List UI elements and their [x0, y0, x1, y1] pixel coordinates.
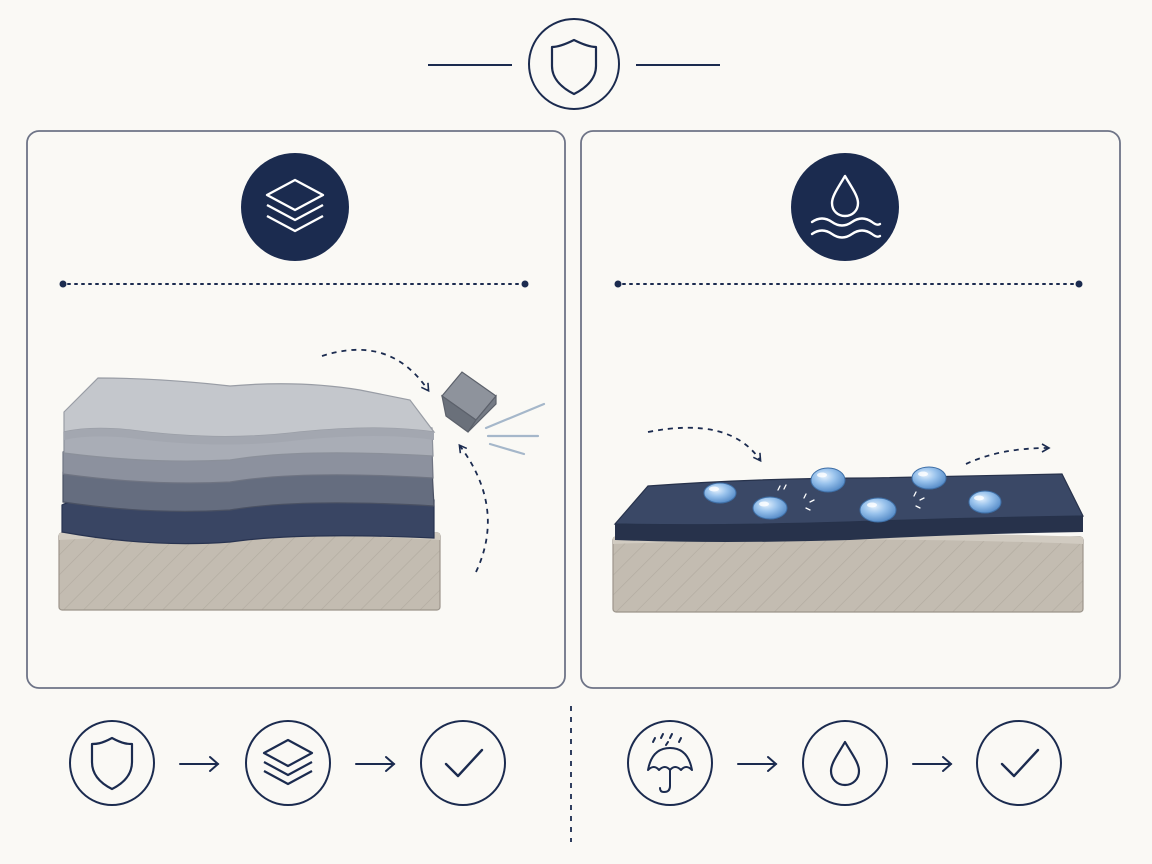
checkmark-icon [444, 748, 484, 778]
impact-streaks [484, 402, 546, 456]
shield-icon [550, 38, 598, 96]
coating-layer-top-edge [64, 428, 434, 445]
water-droplet [752, 496, 788, 520]
panel-frame [26, 130, 566, 689]
header [428, 18, 720, 110]
checkmark-icon [1000, 748, 1040, 778]
panel-layered-protection [26, 130, 566, 689]
flow-step-check [420, 720, 506, 806]
water-droplet [911, 466, 947, 490]
panel-frame [580, 130, 1121, 689]
runoff-arrow [965, 443, 1051, 465]
flow-arrow-icon [912, 756, 953, 772]
water-droplet [859, 497, 897, 523]
badge-circle [241, 153, 349, 261]
flow-arrow-icon [179, 756, 220, 772]
flow-step-drop [802, 720, 888, 806]
incoming-water-arrow [647, 426, 762, 463]
membrane-top [613, 473, 1084, 526]
membrane-edge [615, 516, 1083, 542]
flow-step-umbrella [627, 720, 713, 806]
incoming-arrow [321, 348, 430, 393]
splash-sparks [777, 484, 925, 511]
panel-divider [614, 280, 1083, 288]
flow-arrow-icon [355, 756, 396, 772]
header-emblem-ring [528, 18, 620, 110]
panel-divider [59, 280, 529, 288]
badge-circle [791, 153, 899, 261]
stacked-layers-icon [265, 178, 325, 233]
panel-badge [241, 153, 349, 261]
water-droplets [703, 466, 1002, 523]
flow-layered [69, 720, 506, 806]
water-drop-waves-icon [810, 174, 882, 239]
debris-cube-icon [441, 371, 497, 433]
water-droplet [703, 482, 737, 504]
substrate-block [58, 532, 441, 611]
shield-icon [90, 736, 134, 791]
panel-badge [791, 153, 899, 261]
water-droplet [810, 467, 846, 493]
flow-arrow-icon [737, 756, 778, 772]
panel-water-repellent [580, 130, 1121, 689]
deflection-arrow [458, 443, 489, 573]
hydrophobic-membrane-illustration [612, 426, 1084, 613]
flow-water [627, 720, 1062, 806]
substrate-block [612, 536, 1084, 613]
water-drop-icon [829, 740, 861, 787]
flow-step-layers [245, 720, 331, 806]
water-droplet [968, 490, 1002, 514]
stacked-layers-icon [262, 738, 314, 786]
flow-step-check [976, 720, 1062, 806]
flow-step-shield [69, 720, 155, 806]
umbrella-rain-icon [647, 733, 693, 793]
layered-coating-illustration [58, 348, 546, 611]
coating-layer-top [63, 377, 436, 438]
